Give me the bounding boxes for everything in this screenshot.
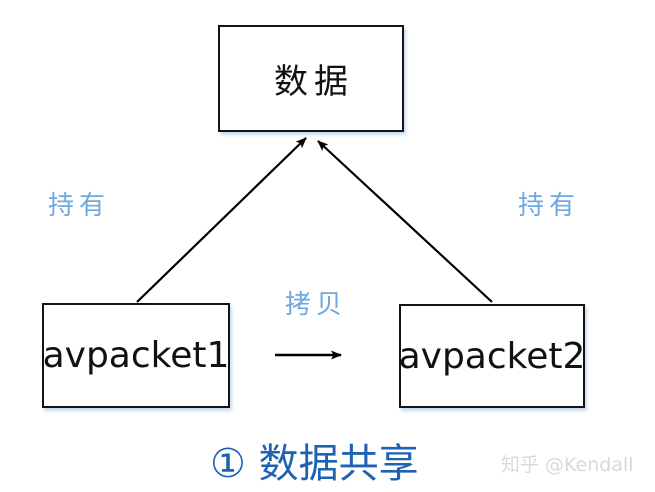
edge-label-hold-left: 持有 xyxy=(48,191,111,221)
node-avpacket1: avpacket1 xyxy=(42,303,230,408)
node-avpacket2: avpacket2 xyxy=(399,304,585,408)
diagram-caption: ① 数据共享 xyxy=(210,441,419,487)
node-avpacket2-label: avpacket2 xyxy=(398,335,586,377)
node-data: 数据 xyxy=(218,25,404,132)
edge-label-copy: 拷贝 xyxy=(285,290,348,320)
watermark-text: 知乎 @Kendall xyxy=(501,454,634,476)
arrow-avpacket2-to-data xyxy=(317,140,493,303)
node-avpacket1-label: avpacket1 xyxy=(42,335,230,376)
edge-label-hold-right: 持有 xyxy=(518,191,581,221)
node-data-label: 数据 xyxy=(274,62,354,102)
arrow-avpacket1-to-data xyxy=(136,137,307,303)
